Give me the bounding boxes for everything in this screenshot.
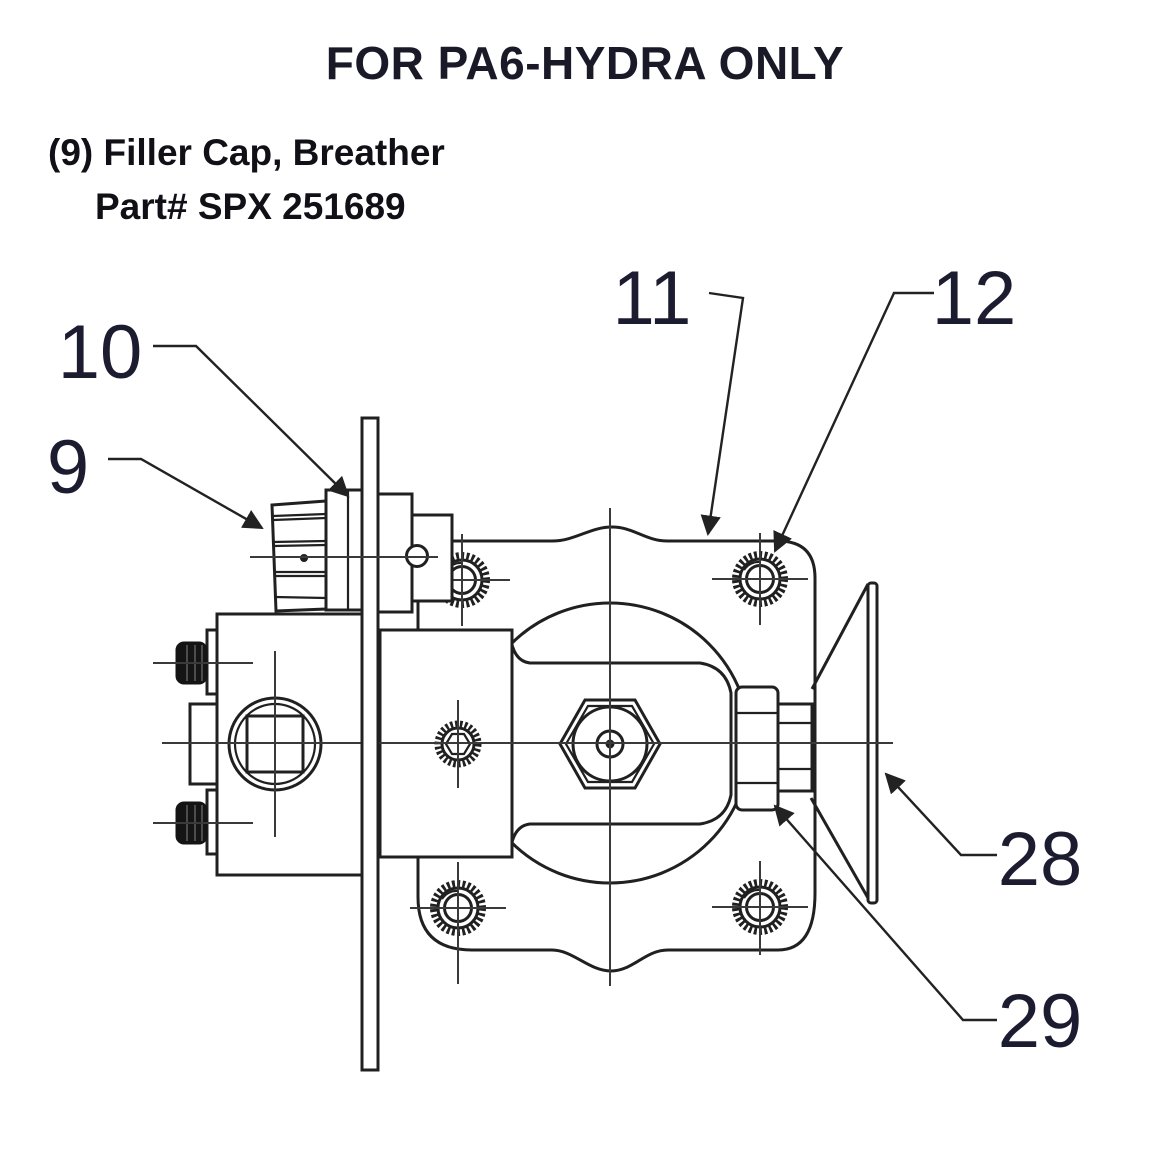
mounting-plate <box>360 416 380 1072</box>
leader-29 <box>773 804 997 1022</box>
outlet-fitting <box>776 702 814 793</box>
leader-12 <box>773 291 934 553</box>
breather-cap <box>270 488 364 613</box>
callout-label-29: 29 <box>998 979 1083 1064</box>
part-note-line2: Part# SPX 251689 <box>95 186 406 227</box>
part-note: (9) Filler Cap, Breather Part# SPX 25168… <box>48 126 445 234</box>
leader-10 <box>153 344 350 498</box>
leader-9 <box>108 457 264 530</box>
leader-28 <box>884 772 997 857</box>
callout-leaders <box>108 291 997 1022</box>
outlet-hex-nut <box>734 685 780 812</box>
part-note-line1: (9) Filler Cap, Breather <box>48 132 445 173</box>
callout-label-28: 28 <box>998 817 1083 902</box>
callout-label-11: 11 <box>613 256 692 341</box>
page-title: FOR PA6-HYDRA ONLY <box>325 37 845 89</box>
leader-11 <box>700 291 745 537</box>
callout-label-10: 10 <box>58 310 143 395</box>
callout-label-12: 12 <box>932 256 1017 341</box>
valve-block <box>175 612 364 877</box>
centerlines <box>153 508 893 986</box>
callout-label-9: 9 <box>47 425 89 510</box>
breather-neck-fitting <box>250 492 454 614</box>
